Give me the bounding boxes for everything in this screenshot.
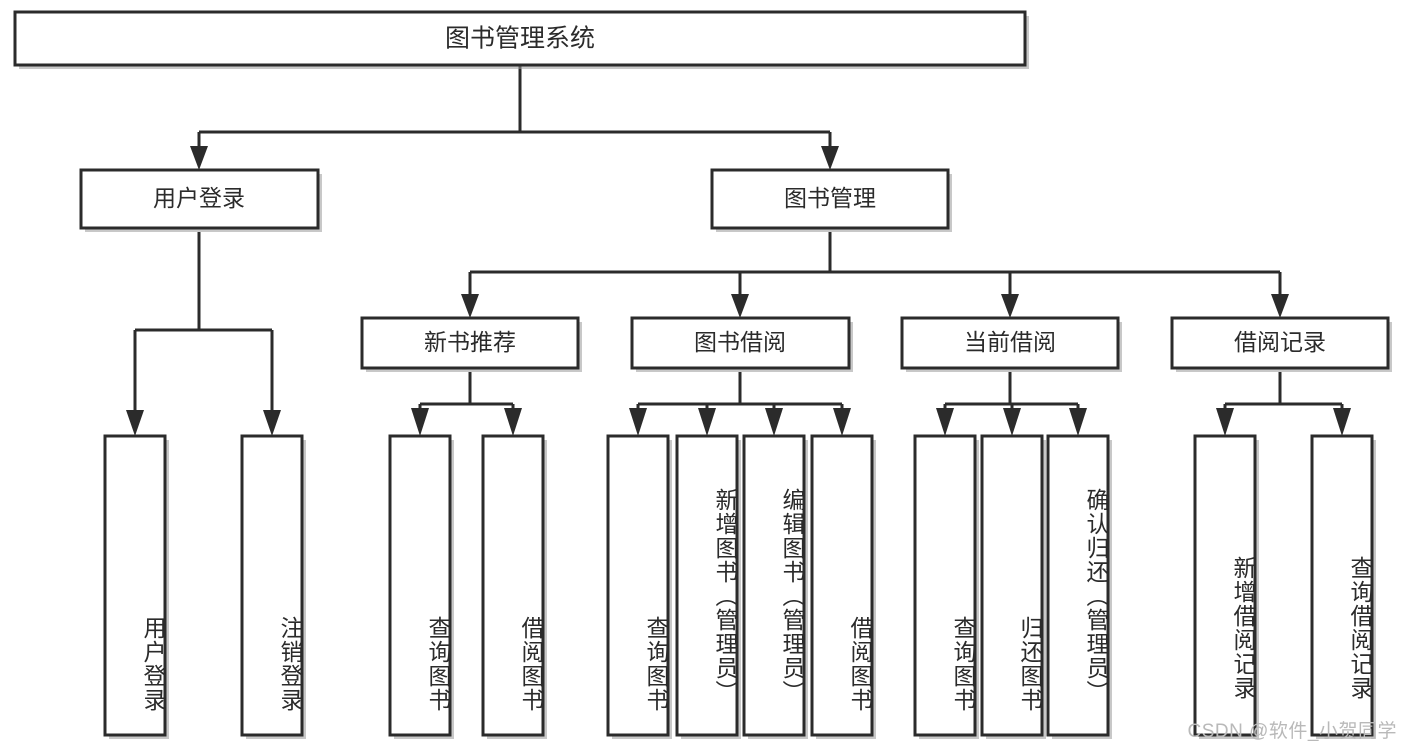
leaf-current-2-rect[interactable] [980, 434, 1044, 737]
node-book-borrow-rect [630, 316, 851, 370]
arrow-to-borrow-record [1271, 294, 1289, 318]
leaf-borrowbook-1-rect[interactable] [606, 434, 670, 737]
arrow-borrowbook-leaf-3 [765, 408, 783, 436]
leaf-user-2-rect[interactable] [240, 434, 304, 737]
leaf-borrowbook-2-rect[interactable] [675, 434, 739, 737]
leaf-user-1-rect[interactable] [103, 434, 167, 737]
arrow-record-leaf-2 [1333, 408, 1351, 436]
node-new-book-recommend-label: 新书推荐 [424, 329, 516, 355]
node-current-borrow[interactable]: 当前借阅 [900, 316, 1122, 372]
arrow-newbook-leaf-2 [504, 408, 522, 436]
node-borrow-record[interactable]: 借阅记录 [1170, 316, 1392, 372]
leaf-borrowbook-4-rect[interactable] [810, 434, 874, 737]
leaf-newbook-2-rect[interactable] [481, 434, 545, 737]
node-root[interactable]: 图书管理系统 [13, 10, 1029, 69]
arrow-newbook-leaf-1 [411, 408, 429, 436]
node-borrow-record-label: 借阅记录 [1234, 329, 1326, 355]
arrow-user-leaf-1 [126, 410, 144, 436]
arrow-current-leaf-3 [1069, 408, 1087, 436]
node-book-management-label: 图书管理 [784, 185, 876, 211]
arrow-to-book-mgmt [821, 146, 839, 170]
node-book-management[interactable]: 图书管理 [710, 168, 952, 232]
leaf-record-1-rect[interactable] [1193, 434, 1257, 737]
arrow-to-user-login [190, 146, 208, 170]
arrow-record-leaf-1 [1216, 408, 1234, 436]
node-book-borrow[interactable]: 图书借阅 [630, 316, 853, 372]
node-root-rect [13, 10, 1027, 67]
node-borrow-record-rect [1170, 316, 1390, 370]
leaf-record-2-rect[interactable] [1310, 434, 1374, 737]
arrow-to-new-book [461, 294, 479, 318]
leaf-current-1-rect[interactable] [913, 434, 977, 737]
arrow-borrowbook-leaf-1 [629, 408, 647, 436]
node-new-book-recommend-rect [360, 316, 580, 370]
leaf-current-3-rect[interactable] [1046, 434, 1110, 737]
arrow-to-current-borrow [1001, 294, 1019, 318]
node-new-book-recommend[interactable]: 新书推荐 [360, 316, 582, 372]
node-current-borrow-label: 当前借阅 [964, 329, 1056, 355]
node-book-borrow-label: 图书借阅 [694, 329, 786, 355]
arrow-to-borrow-book [731, 294, 749, 318]
node-user-login-rect [79, 168, 320, 230]
arrow-borrowbook-leaf-4 [833, 408, 851, 436]
arrow-current-leaf-1 [936, 408, 954, 436]
leaf-box-layer [103, 434, 1376, 739]
node-current-borrow-rect [900, 316, 1120, 370]
node-user-login-label: 用户登录 [153, 185, 245, 211]
arrow-user-leaf-2 [263, 410, 281, 436]
csdn-watermark: CSDN @软件_小贺同学 [1187, 721, 1397, 742]
node-user-login[interactable]: 用户登录 [79, 168, 322, 232]
leaf-borrowbook-3-rect[interactable] [742, 434, 806, 737]
node-book-management-rect [710, 168, 950, 230]
arrow-borrowbook-leaf-2 [698, 408, 716, 436]
connector-layer [126, 65, 1351, 436]
arrow-current-leaf-2 [1003, 408, 1021, 436]
node-root-label: 图书管理系统 [445, 25, 595, 53]
leaf-newbook-1-rect[interactable] [388, 434, 452, 737]
